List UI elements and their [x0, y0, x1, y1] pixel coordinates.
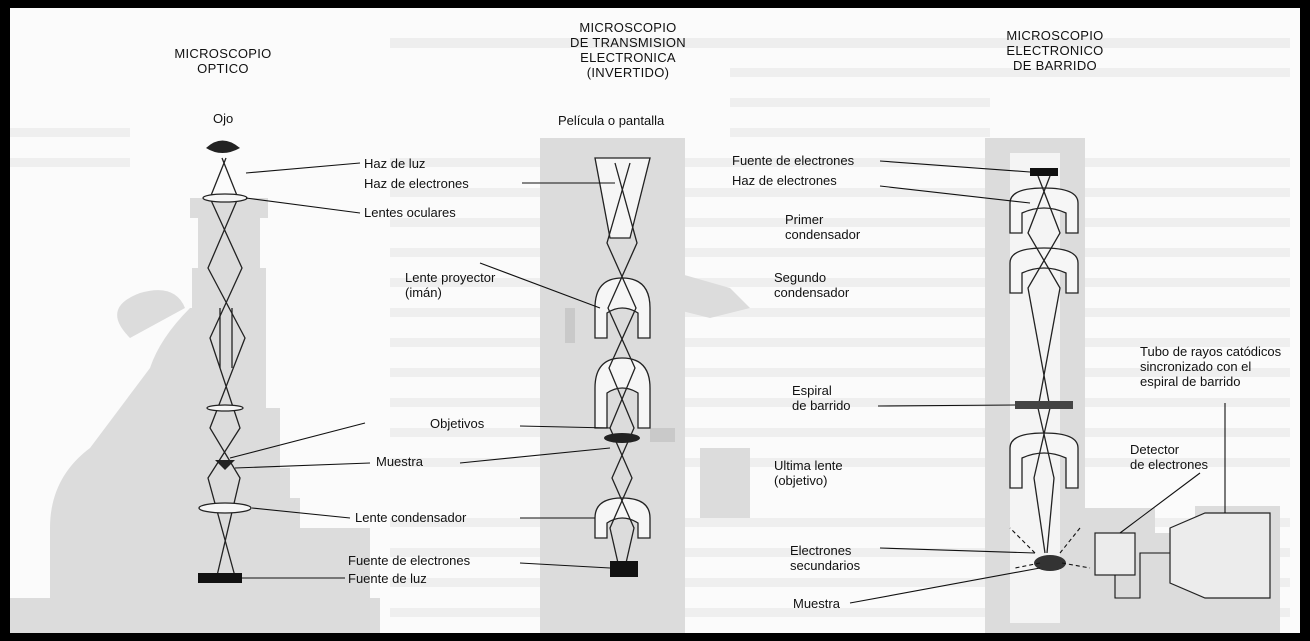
light-source — [198, 573, 242, 583]
condenser-lens — [199, 503, 251, 513]
microscopes-diagram — [10, 8, 1300, 633]
scan-coil — [1015, 401, 1073, 409]
crt-tube — [1170, 513, 1270, 598]
title-tem-microscope: MICROSCOPIO DE TRANSMISION ELECTRONICA (… — [558, 20, 698, 80]
label-segundo-condensador: Segundo condensador — [774, 270, 849, 300]
diagram-canvas: MICROSCOPIO OPTICO MICROSCOPIO DE TRANSM… — [10, 8, 1300, 633]
label-fuente-electrones: Fuente de electrones — [348, 553, 470, 568]
title-optical-microscope: MICROSCOPIO OPTICO — [168, 46, 278, 76]
eye-icon — [206, 141, 240, 154]
label-pelicula: Película o pantalla — [558, 113, 664, 128]
ocular-lens — [203, 194, 247, 202]
label-objetivos: Objetivos — [430, 416, 484, 431]
title-sem-microscope: MICROSCOPIO ELECTRONICO DE BARRIDO — [995, 28, 1115, 73]
label-ojo: Ojo — [213, 111, 233, 126]
label-lente-proyector: Lente proyector (imán) — [405, 270, 495, 300]
label-haz-luz: Haz de luz — [364, 156, 425, 171]
label-muestra: Muestra — [376, 454, 423, 469]
label-primer-condensador: Primer condensador — [785, 212, 860, 242]
label-ultima-lente: Ultima lente (objetivo) — [774, 458, 843, 488]
sem-electron-source — [1030, 168, 1058, 176]
label-electrones-secundarios: Electrones secundarios — [790, 543, 860, 573]
tem-electron-source — [610, 561, 638, 577]
label-sem-haz-electrones: Haz de electrones — [732, 173, 837, 188]
label-sem-muestra: Muestra — [793, 596, 840, 611]
label-detector: Detector de electrones — [1130, 442, 1208, 472]
label-espiral-barrido: Espiral de barrido — [792, 383, 851, 413]
optical-microscope-silhouette — [10, 198, 380, 633]
label-sem-fuente-electrones: Fuente de electrones — [732, 153, 854, 168]
tem-sample — [604, 433, 640, 443]
label-lentes-oculares: Lentes oculares — [364, 205, 456, 220]
label-fuente-luz: Fuente de luz — [348, 571, 427, 586]
label-lente-condensador: Lente condensador — [355, 510, 466, 525]
label-tubo-rayos: Tubo de rayos catódicos sincronizado con… — [1140, 344, 1281, 389]
electron-detector — [1095, 533, 1135, 575]
objective-lens — [207, 405, 243, 411]
label-haz-electrones: Haz de electrones — [364, 176, 469, 191]
